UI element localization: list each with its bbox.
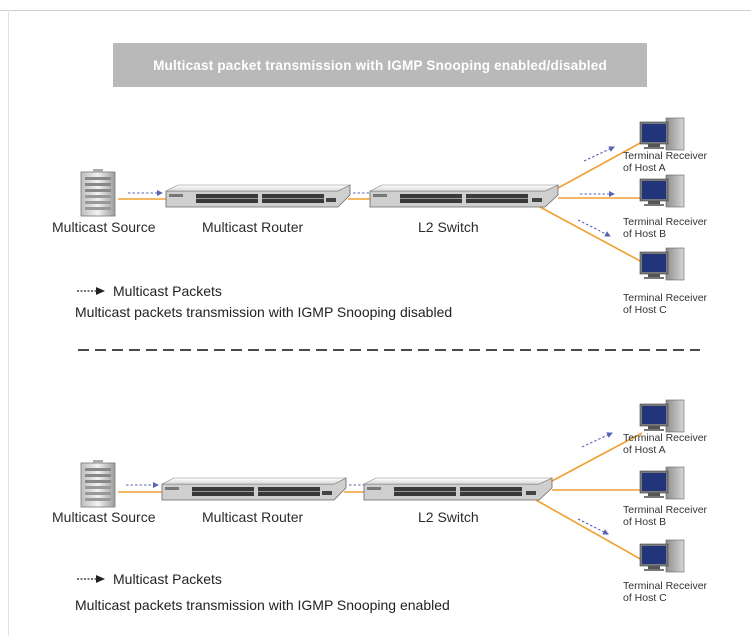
host-a-label: Terminal Receiver of Host A (623, 150, 707, 175)
multicast-source-label: Multicast Source (52, 219, 156, 235)
bottom-caption: Multicast packets transmission with IGMP… (75, 597, 450, 613)
diagram-title: Multicast packet transmission with IGMP … (113, 43, 647, 87)
legend-label: Multicast Packets (113, 571, 222, 587)
host-c-label-line1: Terminal Receiver (623, 580, 708, 592)
packet-arrow (577, 219, 611, 237)
host-a-label-line1: Terminal Receiver (623, 150, 708, 162)
top-caption: Multicast packets transmission with IGMP… (75, 304, 453, 320)
host-c-label-line2: of Host C (623, 592, 667, 605)
pc-host-b-icon (639, 466, 685, 500)
multicast-router-label: Multicast Router (202, 219, 304, 235)
link-switch-host-c (539, 206, 643, 263)
link-switch-host-a (557, 141, 643, 189)
bottom-section (77, 399, 685, 583)
pc-host-a-icon (639, 117, 685, 151)
host-b-label-line1: Terminal Receiver (623, 504, 708, 516)
l2-switch-label: L2 Switch (418, 219, 479, 235)
server-tower-icon (80, 169, 116, 217)
host-c-label-line2: of Host C (623, 304, 667, 317)
host-b-label-line2: of Host B (623, 228, 667, 241)
multicast-source-label: Multicast Source (52, 509, 156, 525)
multicast-router-label: Multicast Router (202, 509, 304, 525)
frame-left-border (8, 10, 9, 636)
link-switch-host-c (535, 499, 643, 561)
host-a-label-line2: of Host A (623, 444, 666, 457)
pc-host-c-icon (639, 539, 685, 573)
frame-top-border (0, 10, 751, 11)
host-c-label-line1: Terminal Receiver (623, 292, 708, 304)
switch-device-icon (363, 477, 553, 501)
top-links (118, 141, 643, 263)
host-a-label-line1: Terminal Receiver (623, 432, 708, 444)
host-b-label-line2: of Host B (623, 516, 667, 529)
host-c-label: Terminal Receiver of Host C (623, 292, 707, 317)
packet-arrow (577, 518, 609, 535)
pc-host-c-icon (639, 247, 685, 281)
host-a-label-line2: of Host A (623, 162, 666, 175)
l2-switch-label: L2 Switch (418, 509, 479, 525)
switch-device-icon (369, 184, 559, 208)
top-section (77, 117, 685, 295)
bottom-links (118, 432, 643, 561)
packet-arrow (583, 146, 615, 162)
router-device-icon (161, 477, 347, 501)
pc-host-b-icon (639, 174, 685, 208)
server-tower-icon (80, 460, 116, 508)
packet-arrow (581, 432, 613, 448)
router-device-icon (165, 184, 351, 208)
link-switch-host-a (551, 432, 643, 482)
pc-host-a-icon (639, 399, 685, 433)
legend-label: Multicast Packets (113, 283, 222, 299)
host-b-label: Terminal Receiver of Host B (623, 504, 707, 529)
host-b-label: Terminal Receiver of Host B (623, 216, 707, 241)
host-c-label: Terminal Receiver of Host C (623, 580, 707, 605)
host-a-label: Terminal Receiver of Host A (623, 432, 707, 457)
host-b-label-line1: Terminal Receiver (623, 216, 708, 228)
